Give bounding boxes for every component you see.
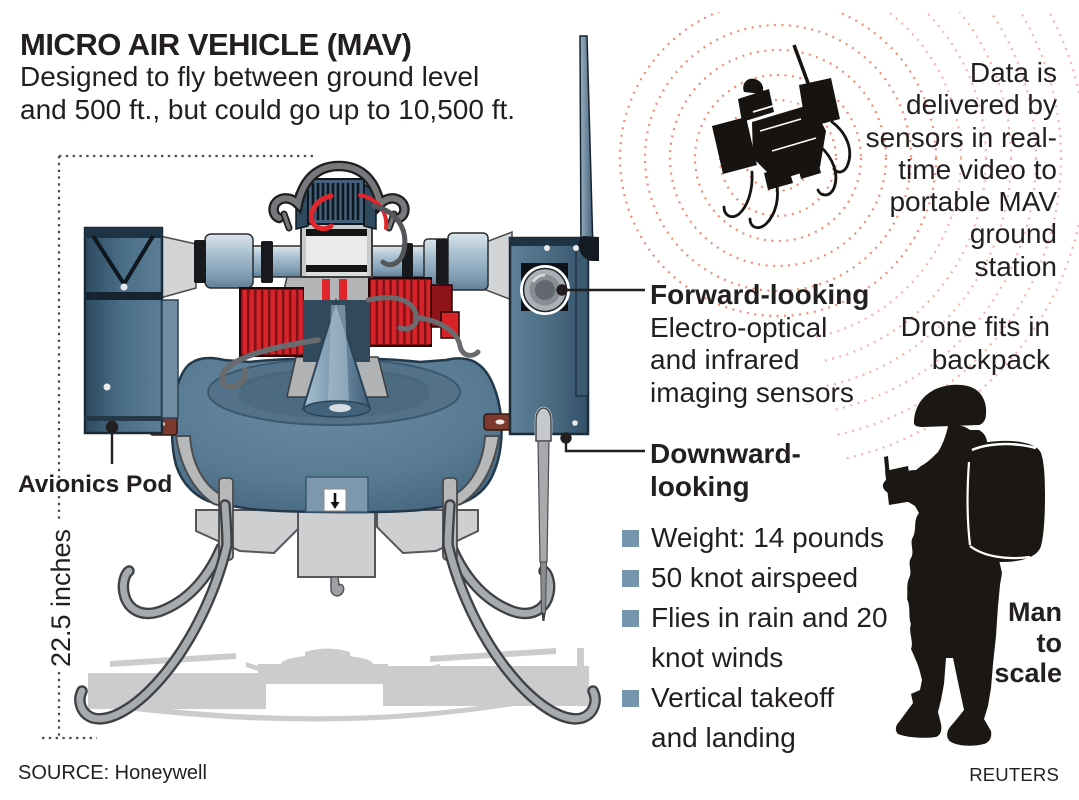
svg-text:22.5 inches: 22.5 inches [46, 529, 76, 667]
